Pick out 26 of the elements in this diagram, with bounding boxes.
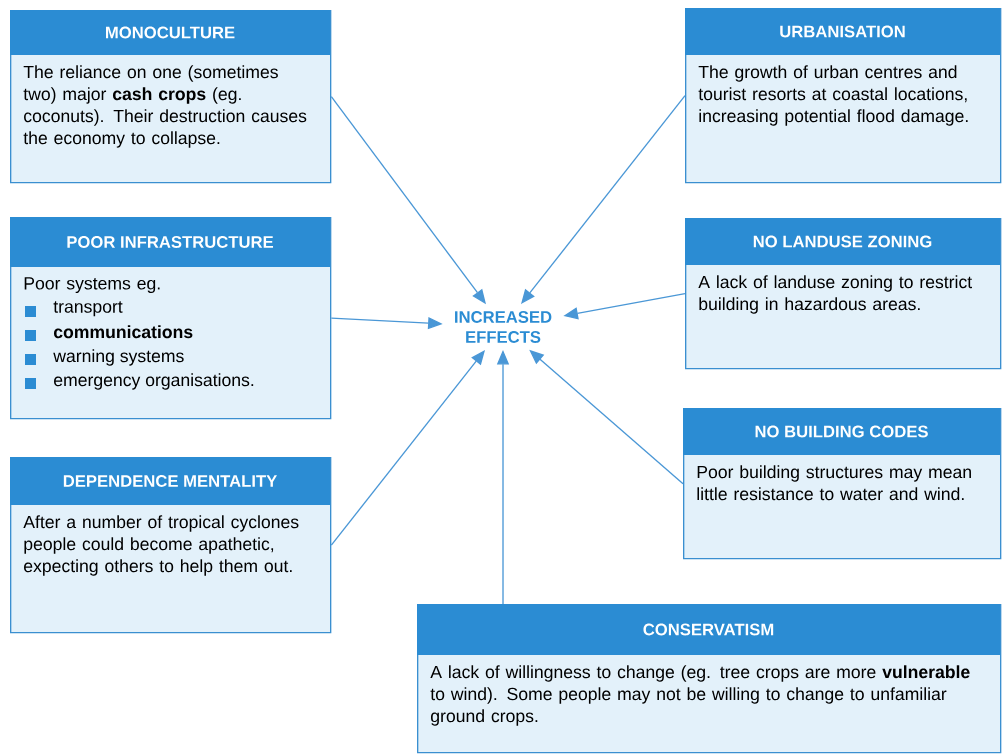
info-box (10, 457, 332, 634)
box-heading: URBANISATION (780, 25, 905, 38)
body-text: A lack of landuse zoning to restrict building in hazardous areas. (698, 275, 972, 314)
box-heading: NO BUILDING CODES (755, 425, 928, 438)
info-box (685, 8, 1002, 184)
bullet-text: communications (53, 325, 193, 339)
info-box (10, 217, 332, 420)
bullet-text: emergency organisations. (54, 373, 254, 390)
box-heading: CONSERVATISM (643, 623, 774, 636)
info-box (683, 408, 1002, 560)
body-text: The reliance on one (sometimes two) major cash crops (eg. coconuts). Their destruction causes the economy to collapse. (23, 65, 307, 148)
info-box (10, 10, 332, 184)
box-heading: NO LANDUSE ZONING (753, 235, 932, 248)
info-box (685, 218, 1002, 370)
box-heading: DEPENDENCE MENTALITY (63, 475, 277, 487)
info-box (417, 604, 1002, 754)
centre-label: INCREASED EFFECTS (455, 311, 552, 343)
bullet-text: transport (53, 301, 123, 317)
body-text: Poor systems eg. (24, 277, 160, 294)
body-text: The growth of urban centres and tourist resorts at coastal locations, increasing potential flood damage. (698, 65, 968, 126)
box-heading: POOR INFRASTRUCTURE (67, 236, 273, 248)
body-text: After a number of tropical cyclones people could become apathetic, expecting others to help them out. (23, 515, 299, 576)
body-text: Poor building structures may mean little resistance to water and wind. (697, 465, 971, 501)
bullet-text: warning systems (53, 349, 184, 366)
box-heading: MONOCULTURE (106, 26, 235, 39)
body-text: A lack of willingness to change (eg. tree crops are more vulnerable to wind). Some people may not be willing to change to unfamiliar ground crops. (430, 665, 970, 726)
